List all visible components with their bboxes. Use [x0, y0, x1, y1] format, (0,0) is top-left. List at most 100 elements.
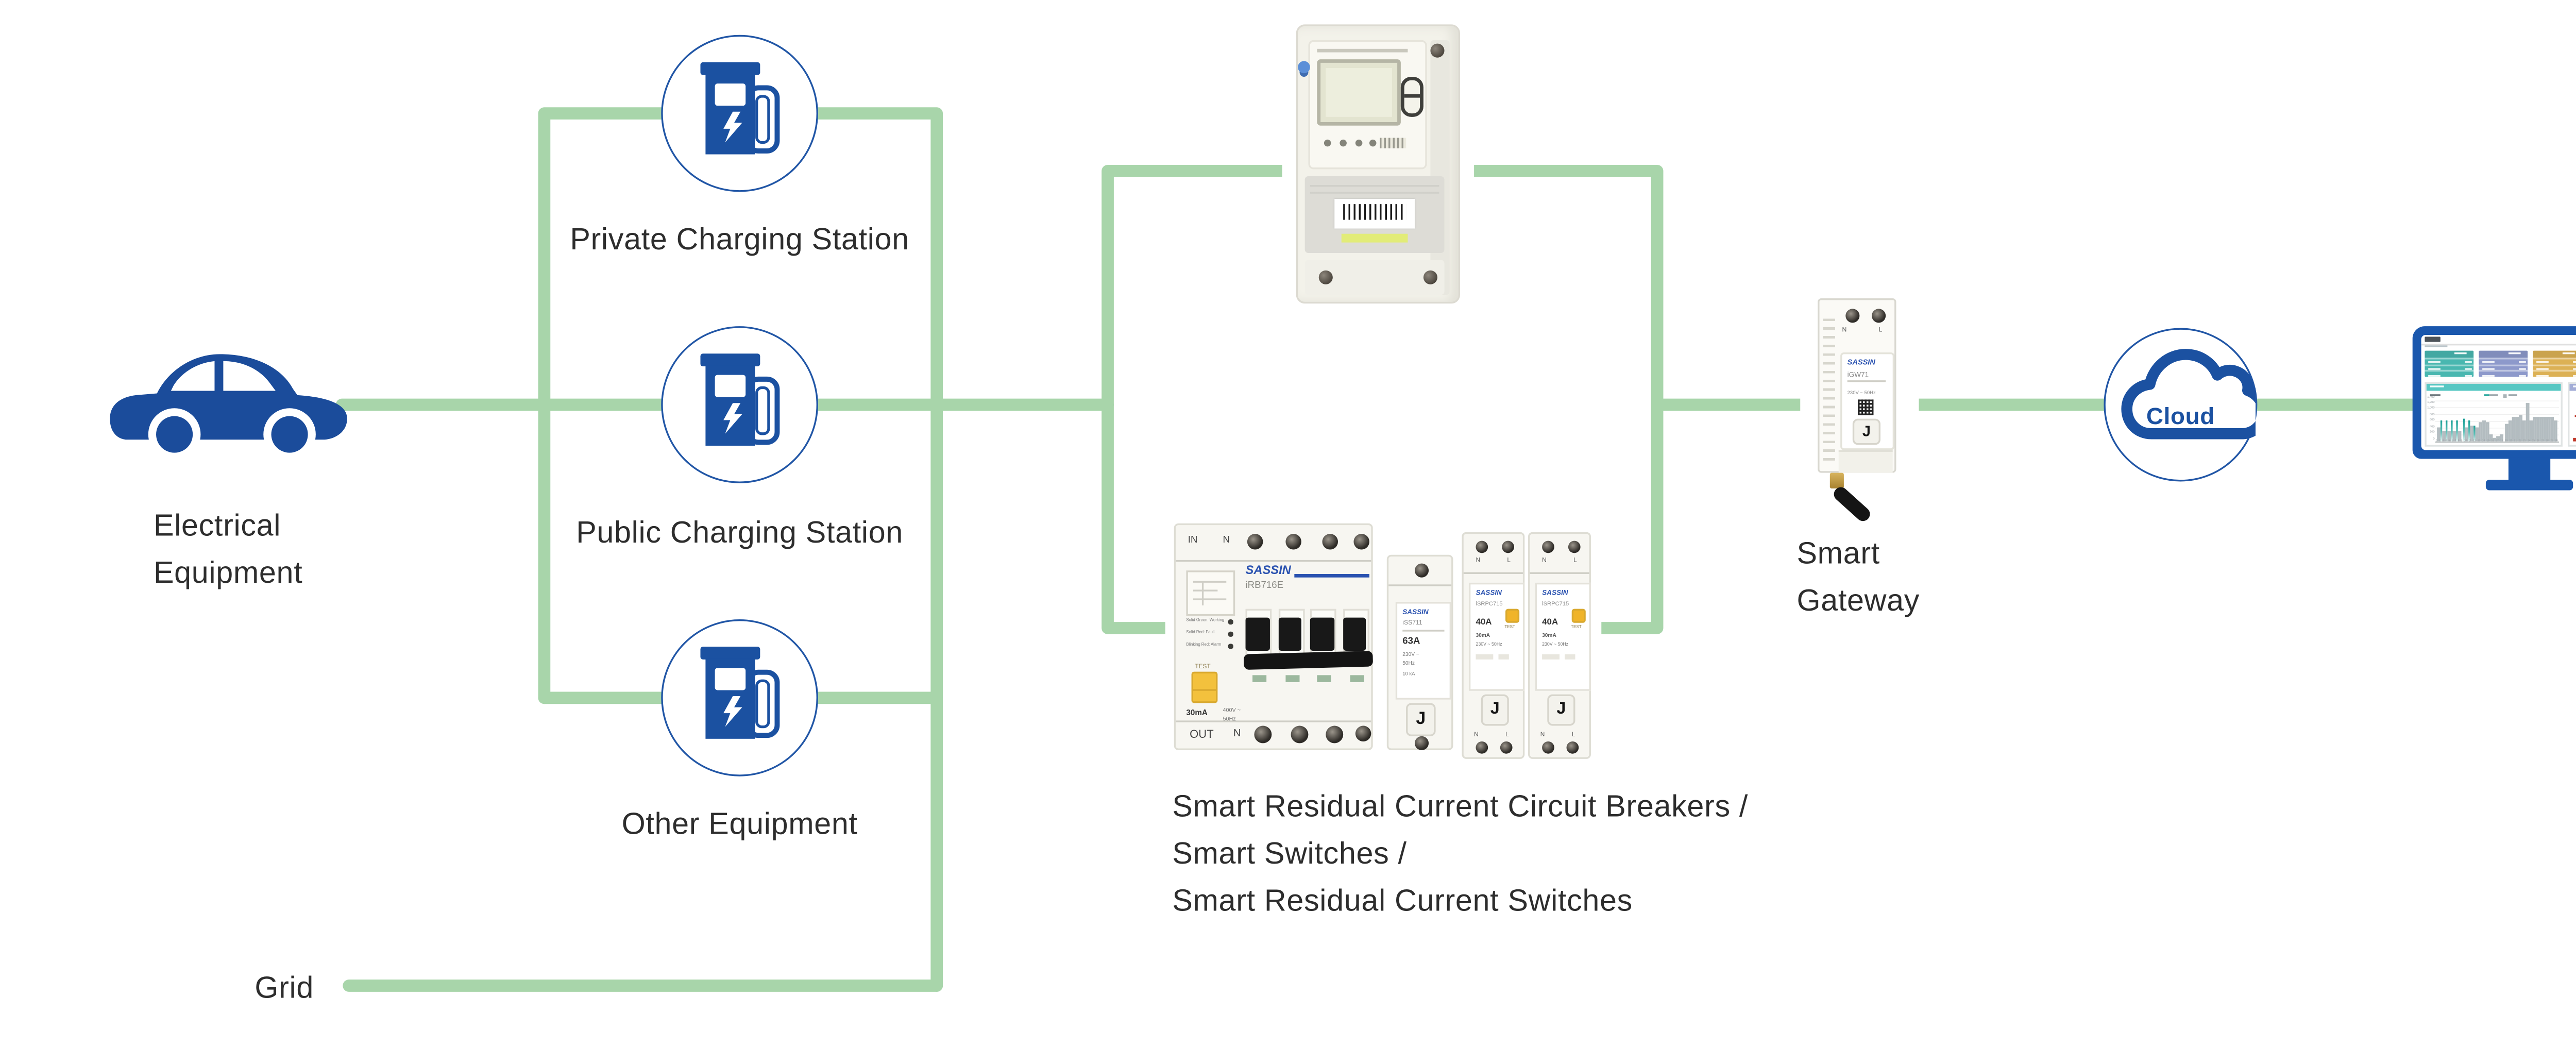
breaker-handle [1310, 617, 1334, 651]
breaker-rating: 30mA [1186, 708, 1208, 717]
monitor-stand-base [2485, 479, 2573, 491]
monitor-stand-neck [2508, 457, 2551, 482]
smart-meter-side-edge [1430, 40, 1450, 295]
breaker3-toggle: J [1547, 694, 1575, 726]
smart-meter-photo [1282, 14, 1475, 314]
breaker-in-label: IN [1188, 535, 1198, 546]
sassin-logo: SASSIN [1542, 588, 1568, 597]
breaker-out-label: OUT [1190, 729, 1214, 742]
smart-meter-face [1308, 40, 1427, 170]
breaker2-rating: 30mA [1476, 631, 1490, 639]
gateway-vents [1823, 314, 1835, 461]
public-charging-station-label: Public Charging Station [576, 514, 904, 550]
sassin-logo: SASSIN [1847, 358, 1875, 367]
breaker2-model: iSRPC715 [1476, 599, 1503, 606]
breaker1-volt: 230V ~ [1402, 650, 1419, 658]
main-residual-current-breaker: IN N SASSIN iRB716E Solid Green: Working… [1174, 523, 1374, 750]
breakers-caption-line3: Smart Residual Current Switches [1172, 883, 1633, 918]
breaker2-volt: 230V ~ 50Hz [1476, 642, 1502, 648]
stat-card-teal [2425, 350, 2474, 378]
breaker3-amps: 40A [1542, 617, 1558, 628]
sassin-logo: SASSIN [1476, 588, 1502, 597]
smart-meter-serial-strip [1380, 138, 1406, 148]
stat-card-gold [2533, 350, 2576, 378]
dashboard-breadcrumb [2425, 345, 2448, 348]
gateway-l-label: L [1878, 325, 1883, 333]
private-charging-station-icon [661, 35, 818, 192]
breaker2-test-label: TEST [1504, 624, 1516, 630]
electric-car-icon [108, 335, 352, 464]
gateway-antenna [1832, 484, 1873, 524]
pie-chart-legend [2572, 437, 2576, 441]
breaker2-l-label: L [1507, 556, 1511, 564]
breaker1-model: iSS711 [1402, 619, 1422, 627]
gateway-label-panel: SASSIN iGW71 230V ~ 50Hz J [1840, 352, 1895, 450]
electrical-equipment-label-line2: Equipment [153, 554, 303, 590]
led-label-alarm: Blinking Red: Alarm [1186, 644, 1222, 648]
meter-screw [1430, 43, 1445, 58]
breaker-freq: 50Hz [1223, 714, 1236, 722]
dashboard-toolbar [2420, 334, 2576, 345]
breaker3-model: iSRPC715 [1542, 599, 1569, 606]
sassin-logo: SASSIN [1402, 607, 1429, 616]
breaker-volt: 400V ~ [1223, 706, 1241, 714]
public-charging-station-icon [661, 326, 818, 483]
led-label-working: Solid Green: Working [1186, 619, 1225, 623]
electrical-equipment-label-line1: Electrical [153, 508, 281, 543]
circuit-breakers-photo: IN N SASSIN iRB716E Solid Green: Working… [1165, 511, 1602, 770]
other-equipment-icon [661, 619, 818, 776]
smart-gateway-label-line2: Gateway [1797, 582, 1920, 618]
smart-rc-switch-isrpc715-b: N L SASSIN iSRPC715 TEST 40A 30mA 230V ~… [1528, 532, 1591, 759]
sassin-logo: SASSIN [1245, 565, 1291, 578]
pie-chart-panel [2567, 381, 2576, 446]
smart-meter-button [1400, 76, 1423, 117]
breaker-n-label: N [1233, 729, 1241, 740]
breaker3-l-label: L [1571, 731, 1575, 738]
gateway-model: iGW71 [1847, 369, 1869, 379]
smart-meter-title-text [1317, 48, 1408, 53]
meter-seal-tag [1298, 61, 1310, 74]
led-label-fault: Solid Red: Fault [1186, 631, 1215, 635]
gateway-qr-code [1857, 399, 1874, 415]
bar-chart-legend-swatch-b [2502, 394, 2507, 397]
grid-label: Grid [255, 970, 314, 1005]
smart-meter-body [1296, 24, 1460, 304]
smart-rc-switch-isrpc715-a: N L SASSIN iSRPC715 TEST 40A 30mA 230V ~… [1462, 532, 1525, 759]
dashboard-tab [2424, 335, 2440, 342]
smart-meter-label-area [1304, 176, 1445, 253]
breaker1-freq: 50Hz [1402, 658, 1415, 666]
smart-gateway-label-line1: Smart [1797, 535, 1880, 571]
breaker1-toggle: J [1406, 703, 1436, 736]
bar-chart-panel-header [2426, 383, 2561, 391]
breaker2-amps: 40A [1476, 617, 1492, 628]
breaker3-test-label: TEST [1571, 624, 1582, 630]
breaker3-n-label: N [1542, 556, 1547, 564]
breaker3-n-label: N [1540, 731, 1545, 738]
breakers-caption-line2: Smart Switches / [1172, 835, 1407, 871]
smart-switch-iss711: SASSIN iSS711 63A 230V ~ 50Hz 10 kA J [1386, 554, 1453, 750]
gateway-toggle: J [1852, 418, 1881, 445]
breaker2-n-label: N [1474, 731, 1479, 738]
breaker2-test-button [1505, 609, 1519, 622]
breakers-caption-line1: Smart Residual Current Circuit Breakers … [1172, 788, 1749, 824]
other-equipment-label: Other Equipment [621, 806, 858, 841]
meter-screw [1318, 270, 1333, 284]
breaker-handle [1278, 617, 1301, 651]
breaker-handle [1245, 617, 1269, 651]
breaker-circuit-diagram [1186, 570, 1235, 616]
gateway-volt: 230V ~ 50Hz [1847, 389, 1876, 396]
meter-screw [1423, 270, 1437, 284]
breaker2-toggle: J [1481, 694, 1509, 726]
breaker3-volt: 230V ~ 50Hz [1542, 642, 1569, 648]
smart-meter-yellow-sticker [1341, 233, 1408, 243]
breaker2-n-label: N [1476, 556, 1481, 564]
smart-meter-barcode [1334, 198, 1415, 229]
breaker-tie-bar [1243, 651, 1374, 670]
